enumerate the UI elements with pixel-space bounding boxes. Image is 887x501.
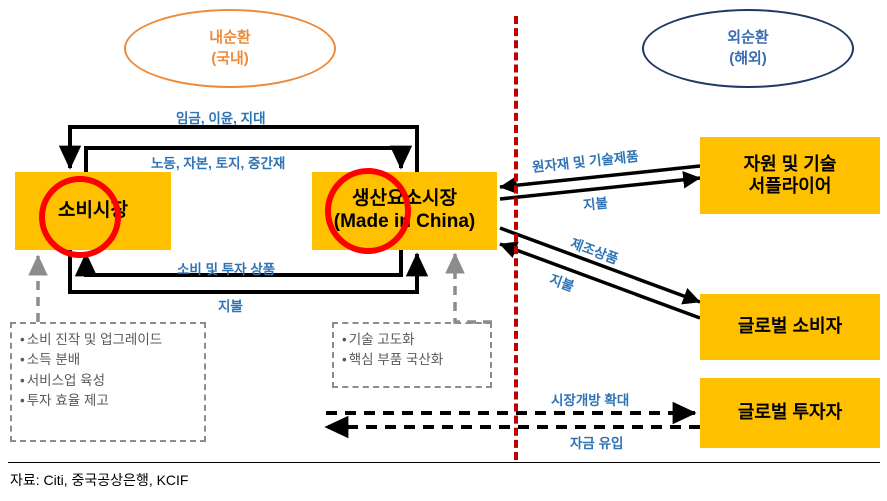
domestic-cycle-title: 내순환 — [209, 29, 251, 47]
callout-consumption-item-text: 소비 진작 및 업그레이드 — [26, 332, 163, 347]
connector-technology-callout — [445, 252, 492, 324]
box-resource-technology-supplier[interactable]: 자원 및 기술 서플라이어 — [700, 137, 880, 214]
domestic-cycle-badge: 내순환 (국내) — [124, 9, 336, 88]
domestic-cycle-subtitle: (국내) — [211, 49, 249, 67]
arrow-raw-materials-inbound — [499, 164, 701, 194]
callout-consumption-item: •투자 효율 제고 — [20, 391, 196, 411]
callout-technology-item-text: 핵심 부품 국산화 — [348, 352, 444, 368]
box-global-consumer-label: 글로벌 소비자 — [737, 316, 843, 337]
callout-technology-policies: •기술 고도화 •핵심 부품 국산화 — [332, 322, 492, 388]
foreign-cycle-subtitle: (해외) — [729, 49, 767, 67]
callout-technology-item: •기술 고도화 — [342, 330, 482, 350]
callout-technology-item-text: 기술 고도화 — [348, 332, 415, 347]
bullet-icon: • — [20, 372, 25, 388]
arrow-manufactured-goods-outbound — [499, 226, 701, 305]
callout-consumption-item: •소비 진작 및 업그레이드 — [20, 330, 196, 350]
callout-consumption-item: •소득 분배 — [20, 350, 196, 370]
box-consumer-market-label: 소비시장 — [58, 199, 128, 221]
box-factor-market[interactable]: 생산요소시장 (Made in China) — [312, 172, 497, 250]
callout-technology-item: •핵심 부품 국산화 — [342, 350, 482, 370]
label-consumption-investment-goods: 소비 및 투자 상품 — [177, 262, 276, 277]
box-factor-market-label: 생산요소시장 — [352, 188, 457, 210]
label-payment-domestic: 지불 — [218, 299, 243, 314]
label-labor-capital-land: 노동, 자본, 토지, 중간재 — [151, 156, 286, 171]
box-resource-technology-supplier-label-1: 자원 및 기술 — [743, 153, 837, 174]
label-payment-supplier: 지불 — [582, 195, 609, 213]
label-raw-materials: 원자재 및 기술제품 — [531, 148, 640, 175]
box-consumer-market[interactable]: 소비시장 — [15, 172, 171, 250]
source-note: 자료: Citi, 중국공상은행, KCIF — [10, 472, 189, 488]
bullet-icon: • — [342, 332, 347, 347]
label-payment-consumer: 지불 — [547, 271, 576, 295]
bullet-icon: • — [20, 392, 25, 408]
domestic-foreign-divider — [514, 16, 518, 460]
label-market-opening: 시장개방 확대 — [551, 393, 630, 408]
bullet-icon: • — [20, 352, 25, 368]
box-resource-technology-supplier-label-2: 서플라이어 — [748, 175, 832, 196]
callout-consumption-item: •서비스업 육성 — [20, 371, 196, 391]
bullet-icon: • — [20, 332, 25, 347]
foreign-cycle-badge: 외순환 (해외) — [642, 9, 854, 88]
box-global-investor[interactable]: 글로벌 투자자 — [700, 378, 880, 448]
box-factor-market-sublabel: (Made in China) — [333, 211, 476, 232]
bullet-icon: • — [342, 352, 347, 368]
callout-consumption-item-text: 소득 분배 — [26, 352, 81, 368]
box-global-consumer[interactable]: 글로벌 소비자 — [700, 294, 880, 360]
callout-consumption-item-text: 서비스업 육성 — [26, 372, 106, 388]
footer-divider — [8, 462, 880, 463]
label-manufactured-goods: 제조상품 — [568, 235, 621, 267]
box-global-investor-label: 글로벌 투자자 — [737, 402, 843, 423]
label-capital-inflow: 자금 유입 — [570, 436, 624, 451]
callout-consumption-item-text: 투자 효율 제고 — [26, 392, 109, 408]
foreign-cycle-title: 외순환 — [727, 29, 769, 47]
callout-consumption-policies: •소비 진작 및 업그레이드 •소득 분배 •서비스업 육성 •투자 효율 제고 — [10, 322, 206, 442]
label-wages-profits-rent: 임금, 이윤, 지대 — [176, 111, 266, 126]
